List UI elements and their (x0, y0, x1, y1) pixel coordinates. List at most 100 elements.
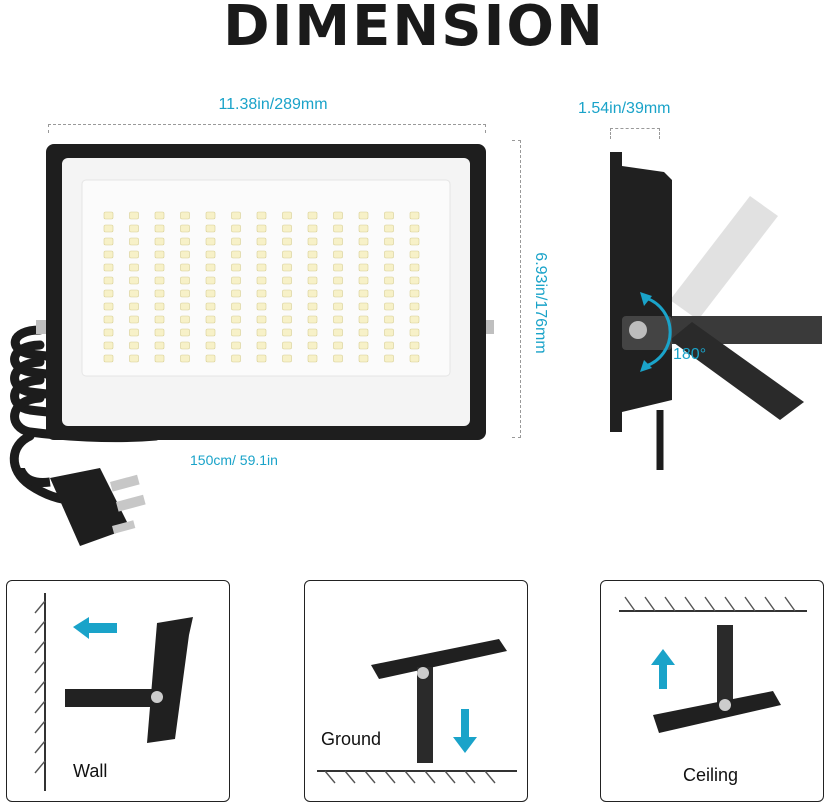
led-chip (231, 341, 241, 350)
led-chip (333, 289, 343, 298)
led-grid (103, 211, 420, 363)
led-chip (231, 315, 241, 324)
ground-label: Ground (321, 729, 382, 749)
led-chip (129, 302, 139, 311)
led-chip (231, 250, 241, 259)
pivot-knob-icon (629, 321, 647, 339)
width-dimension-line (48, 124, 486, 133)
led-chip (256, 289, 267, 298)
led-chip (231, 289, 241, 298)
led-chip (384, 237, 394, 246)
led-chip (384, 263, 394, 272)
led-chip (205, 276, 216, 285)
led-chip (256, 211, 267, 220)
led-chip (180, 302, 190, 311)
side-housing (610, 152, 672, 432)
led-chip (103, 224, 114, 233)
led-chip (307, 276, 318, 285)
led-chip (282, 276, 292, 285)
height-dimension-line (512, 140, 521, 438)
led-chip (231, 237, 241, 246)
led-chip (205, 237, 216, 246)
led-chip (154, 315, 165, 324)
right-screw-icon (484, 320, 494, 334)
led-chip (103, 211, 114, 220)
led-chip (307, 315, 318, 324)
led-chip (256, 250, 267, 259)
led-chip (154, 328, 165, 337)
led-chip (154, 302, 165, 311)
led-chip (256, 328, 267, 337)
led-chip (231, 354, 241, 363)
led-chip (358, 315, 369, 324)
led-chip (333, 315, 343, 324)
led-chip (103, 250, 114, 259)
led-chip (409, 328, 420, 337)
led-chip (103, 302, 114, 311)
led-chip (282, 263, 292, 272)
led-chip (358, 302, 369, 311)
led-chip (307, 341, 318, 350)
led-chip (307, 224, 318, 233)
led-chip (256, 302, 267, 311)
led-chip (205, 224, 216, 233)
led-chip (180, 315, 190, 324)
led-chip (307, 237, 318, 246)
ground-mount-panel: Ground (304, 580, 528, 802)
bracket-lower (670, 322, 804, 420)
led-chip (103, 328, 114, 337)
led-chip (205, 250, 216, 259)
led-chip (129, 289, 139, 298)
ceiling-mount-panel: Ceiling (600, 580, 824, 802)
led-chip (282, 237, 292, 246)
led-chip (129, 341, 139, 350)
led-chip (333, 224, 343, 233)
led-chip (154, 237, 165, 246)
pivot-block (622, 316, 672, 350)
led-chip (103, 237, 114, 246)
led-chip (154, 224, 165, 233)
depth-dimension-line (610, 128, 660, 139)
led-chip (129, 224, 139, 233)
led-chip (180, 250, 190, 259)
led-chip (409, 211, 420, 220)
led-chip (256, 354, 267, 363)
up-arrow-icon (651, 649, 675, 689)
led-chip (307, 211, 318, 220)
led-chip (256, 276, 267, 285)
led-chip (256, 315, 267, 324)
led-chip (358, 237, 369, 246)
led-chip (129, 250, 139, 259)
led-chip (154, 211, 165, 220)
floodlight-front-view (9, 144, 494, 505)
led-chip (282, 315, 292, 324)
led-chip (333, 276, 343, 285)
led-chip (409, 224, 420, 233)
rotation-arrow-icon (645, 296, 672, 368)
height-dimension-label: 6.93in/176mm (530, 228, 550, 378)
led-chip (205, 302, 216, 311)
led-chip (333, 263, 343, 272)
led-chip (129, 237, 139, 246)
led-chip (384, 289, 394, 298)
led-chip (282, 250, 292, 259)
width-dimension-label: 11.38in/289mm (218, 96, 328, 113)
led-chip (205, 315, 216, 324)
led-chip (333, 237, 343, 246)
led-chip (231, 263, 241, 272)
led-chip (205, 211, 216, 220)
led-chip (180, 237, 190, 246)
led-chip (129, 354, 139, 363)
led-chip (384, 354, 394, 363)
led-chip (154, 341, 165, 350)
led-chip (231, 211, 241, 220)
led-chip (180, 289, 190, 298)
led-chip (358, 341, 369, 350)
led-chip (231, 302, 241, 311)
ceiling-label: Ceiling (683, 765, 739, 785)
led-chip (358, 211, 369, 220)
down-arrow-icon (453, 709, 477, 753)
led-chip (103, 276, 114, 285)
led-chip (358, 354, 369, 363)
wall-mount-panel: Wall (6, 580, 230, 802)
